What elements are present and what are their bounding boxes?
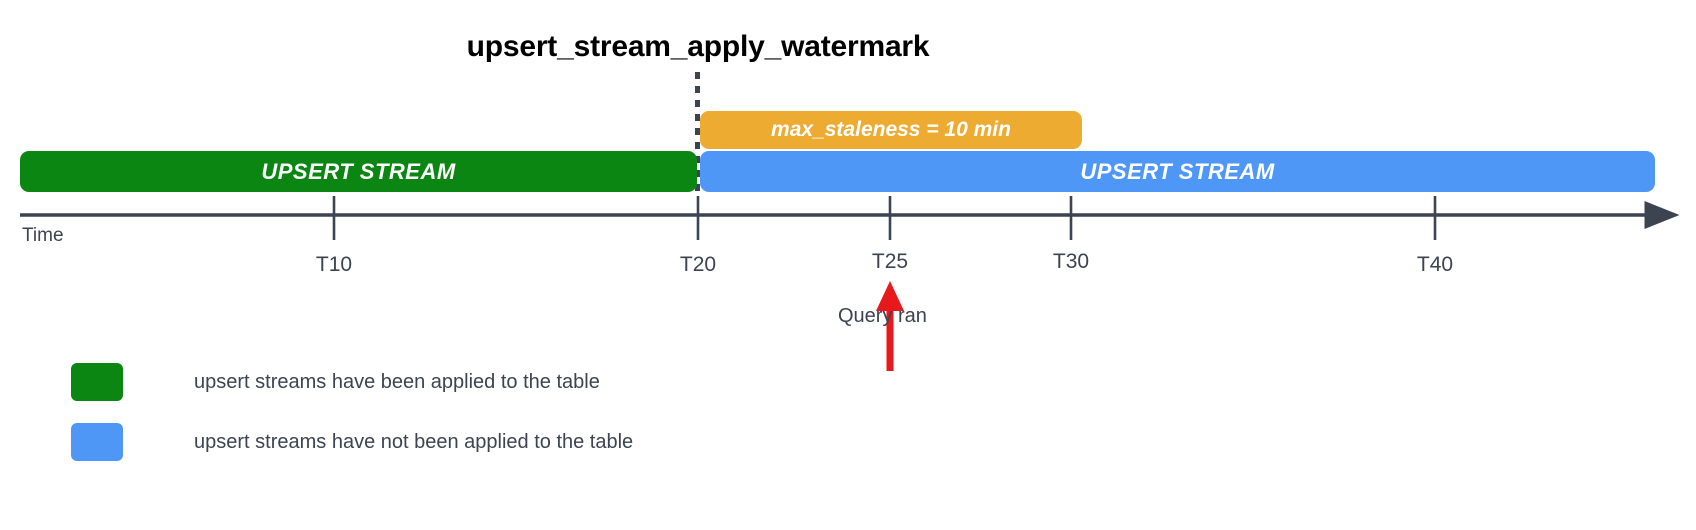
bar-upsert-stream-not-applied: UPSERT STREAM bbox=[700, 151, 1655, 192]
legend-swatch-blue bbox=[71, 423, 123, 461]
axis-caption-time: Time bbox=[22, 225, 64, 246]
tick-label-t40: T40 bbox=[1416, 253, 1454, 276]
bar-upsert-stream-applied: UPSERT STREAM bbox=[20, 151, 697, 192]
tick-label-t20: T20 bbox=[679, 253, 717, 276]
query-ran-label: Query ran bbox=[838, 305, 927, 327]
tick-label-t10: T10 bbox=[315, 253, 353, 276]
legend-label-applied: upsert streams have been applied to the … bbox=[194, 370, 600, 393]
page-title: upsert_stream_apply_watermark bbox=[466, 30, 930, 63]
legend-swatch-green bbox=[71, 363, 123, 401]
legend-item-applied: upsert streams have been applied to the … bbox=[71, 352, 633, 412]
tick-label-t30: T30 bbox=[1052, 250, 1090, 273]
legend-label-not-applied: upsert streams have not been applied to … bbox=[194, 430, 634, 453]
bar-max-staleness: max_staleness = 10 min bbox=[700, 111, 1082, 149]
legend: upsert streams have been applied to the … bbox=[71, 352, 633, 472]
bar-upsert-stream-not-applied-label: UPSERT STREAM bbox=[1080, 158, 1275, 184]
tick-label-t25: T25 bbox=[871, 250, 909, 273]
bar-upsert-stream-applied-label: UPSERT STREAM bbox=[261, 158, 456, 184]
legend-item-not-applied: upsert streams have not been applied to … bbox=[71, 412, 633, 472]
bar-max-staleness-label: max_staleness = 10 min bbox=[771, 118, 1011, 141]
watermark-dotted-line bbox=[695, 72, 700, 194]
